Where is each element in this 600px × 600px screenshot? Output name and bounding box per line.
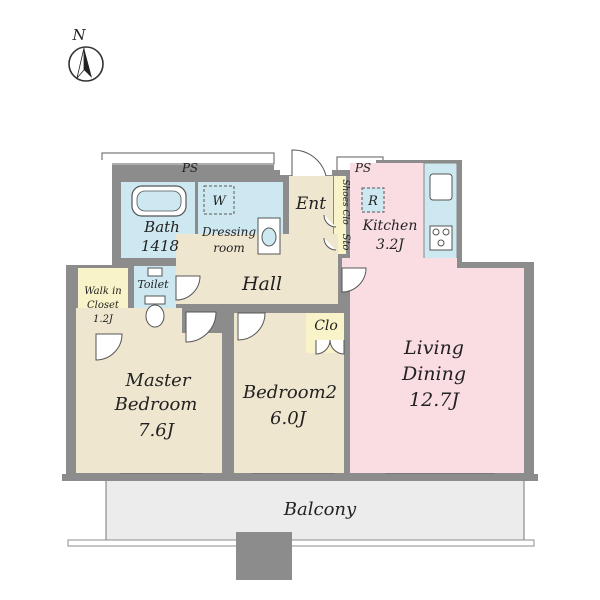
master-label-2: Bedroom — [114, 394, 198, 415]
kitchen-size-label: 3.2J — [376, 237, 405, 253]
room-hall — [176, 234, 338, 304]
toilet-label: Toilet — [137, 278, 169, 291]
dressing-label: Dressing — [201, 225, 256, 239]
compass: N — [68, 26, 104, 82]
ps-left-duct — [101, 152, 275, 165]
ps-right-label: PS — [354, 161, 371, 175]
room-living-dining — [350, 268, 524, 473]
north-arrow-icon — [84, 48, 92, 78]
walkin-label-2: Closet — [87, 300, 120, 311]
shoes-clo-label: Shoes Clo — [340, 179, 350, 225]
hall-label: Hall — [241, 273, 282, 295]
compass-north-label: N — [71, 26, 86, 44]
balcony-label: Balcony — [283, 499, 357, 520]
living-label: Living — [403, 337, 464, 359]
balcony-railing — [67, 539, 535, 547]
fridge-label: R — [367, 194, 378, 209]
washer-box — [203, 185, 235, 215]
ps-left-label: PS — [181, 161, 198, 175]
toilet-bowl — [145, 304, 165, 328]
doors — [95, 149, 367, 361]
washer-label: W — [212, 194, 227, 209]
master-size-label: 7.6J — [138, 420, 176, 441]
dressing-label-2: room — [213, 241, 245, 255]
bedroom2-size-label: 6.0J — [270, 408, 308, 429]
entrance-label: Ent — [295, 194, 326, 214]
living-label-2: Dining — [401, 363, 466, 385]
bath-label: Bath — [143, 218, 180, 236]
walkin-size-label: 1.2J — [93, 314, 114, 325]
walkin-label: Walk in — [84, 286, 121, 297]
room-entrance — [289, 176, 333, 234]
clo-label: Clo — [314, 318, 338, 334]
sto-label: Sto — [340, 234, 351, 251]
bedroom2-label: Bedroom2 — [242, 382, 337, 403]
fridge-box — [361, 187, 385, 213]
balcony-column — [236, 532, 292, 580]
balcony-outer — [105, 479, 525, 543]
entrance-door — [291, 149, 327, 177]
kitchen-sink — [429, 173, 453, 201]
bath-size-label: 1418 — [141, 237, 179, 255]
kitchen-label: Kitchen — [362, 218, 418, 234]
stove — [429, 225, 453, 251]
living-size-label: 12.7J — [409, 389, 460, 411]
master-label: Master — [125, 370, 192, 391]
